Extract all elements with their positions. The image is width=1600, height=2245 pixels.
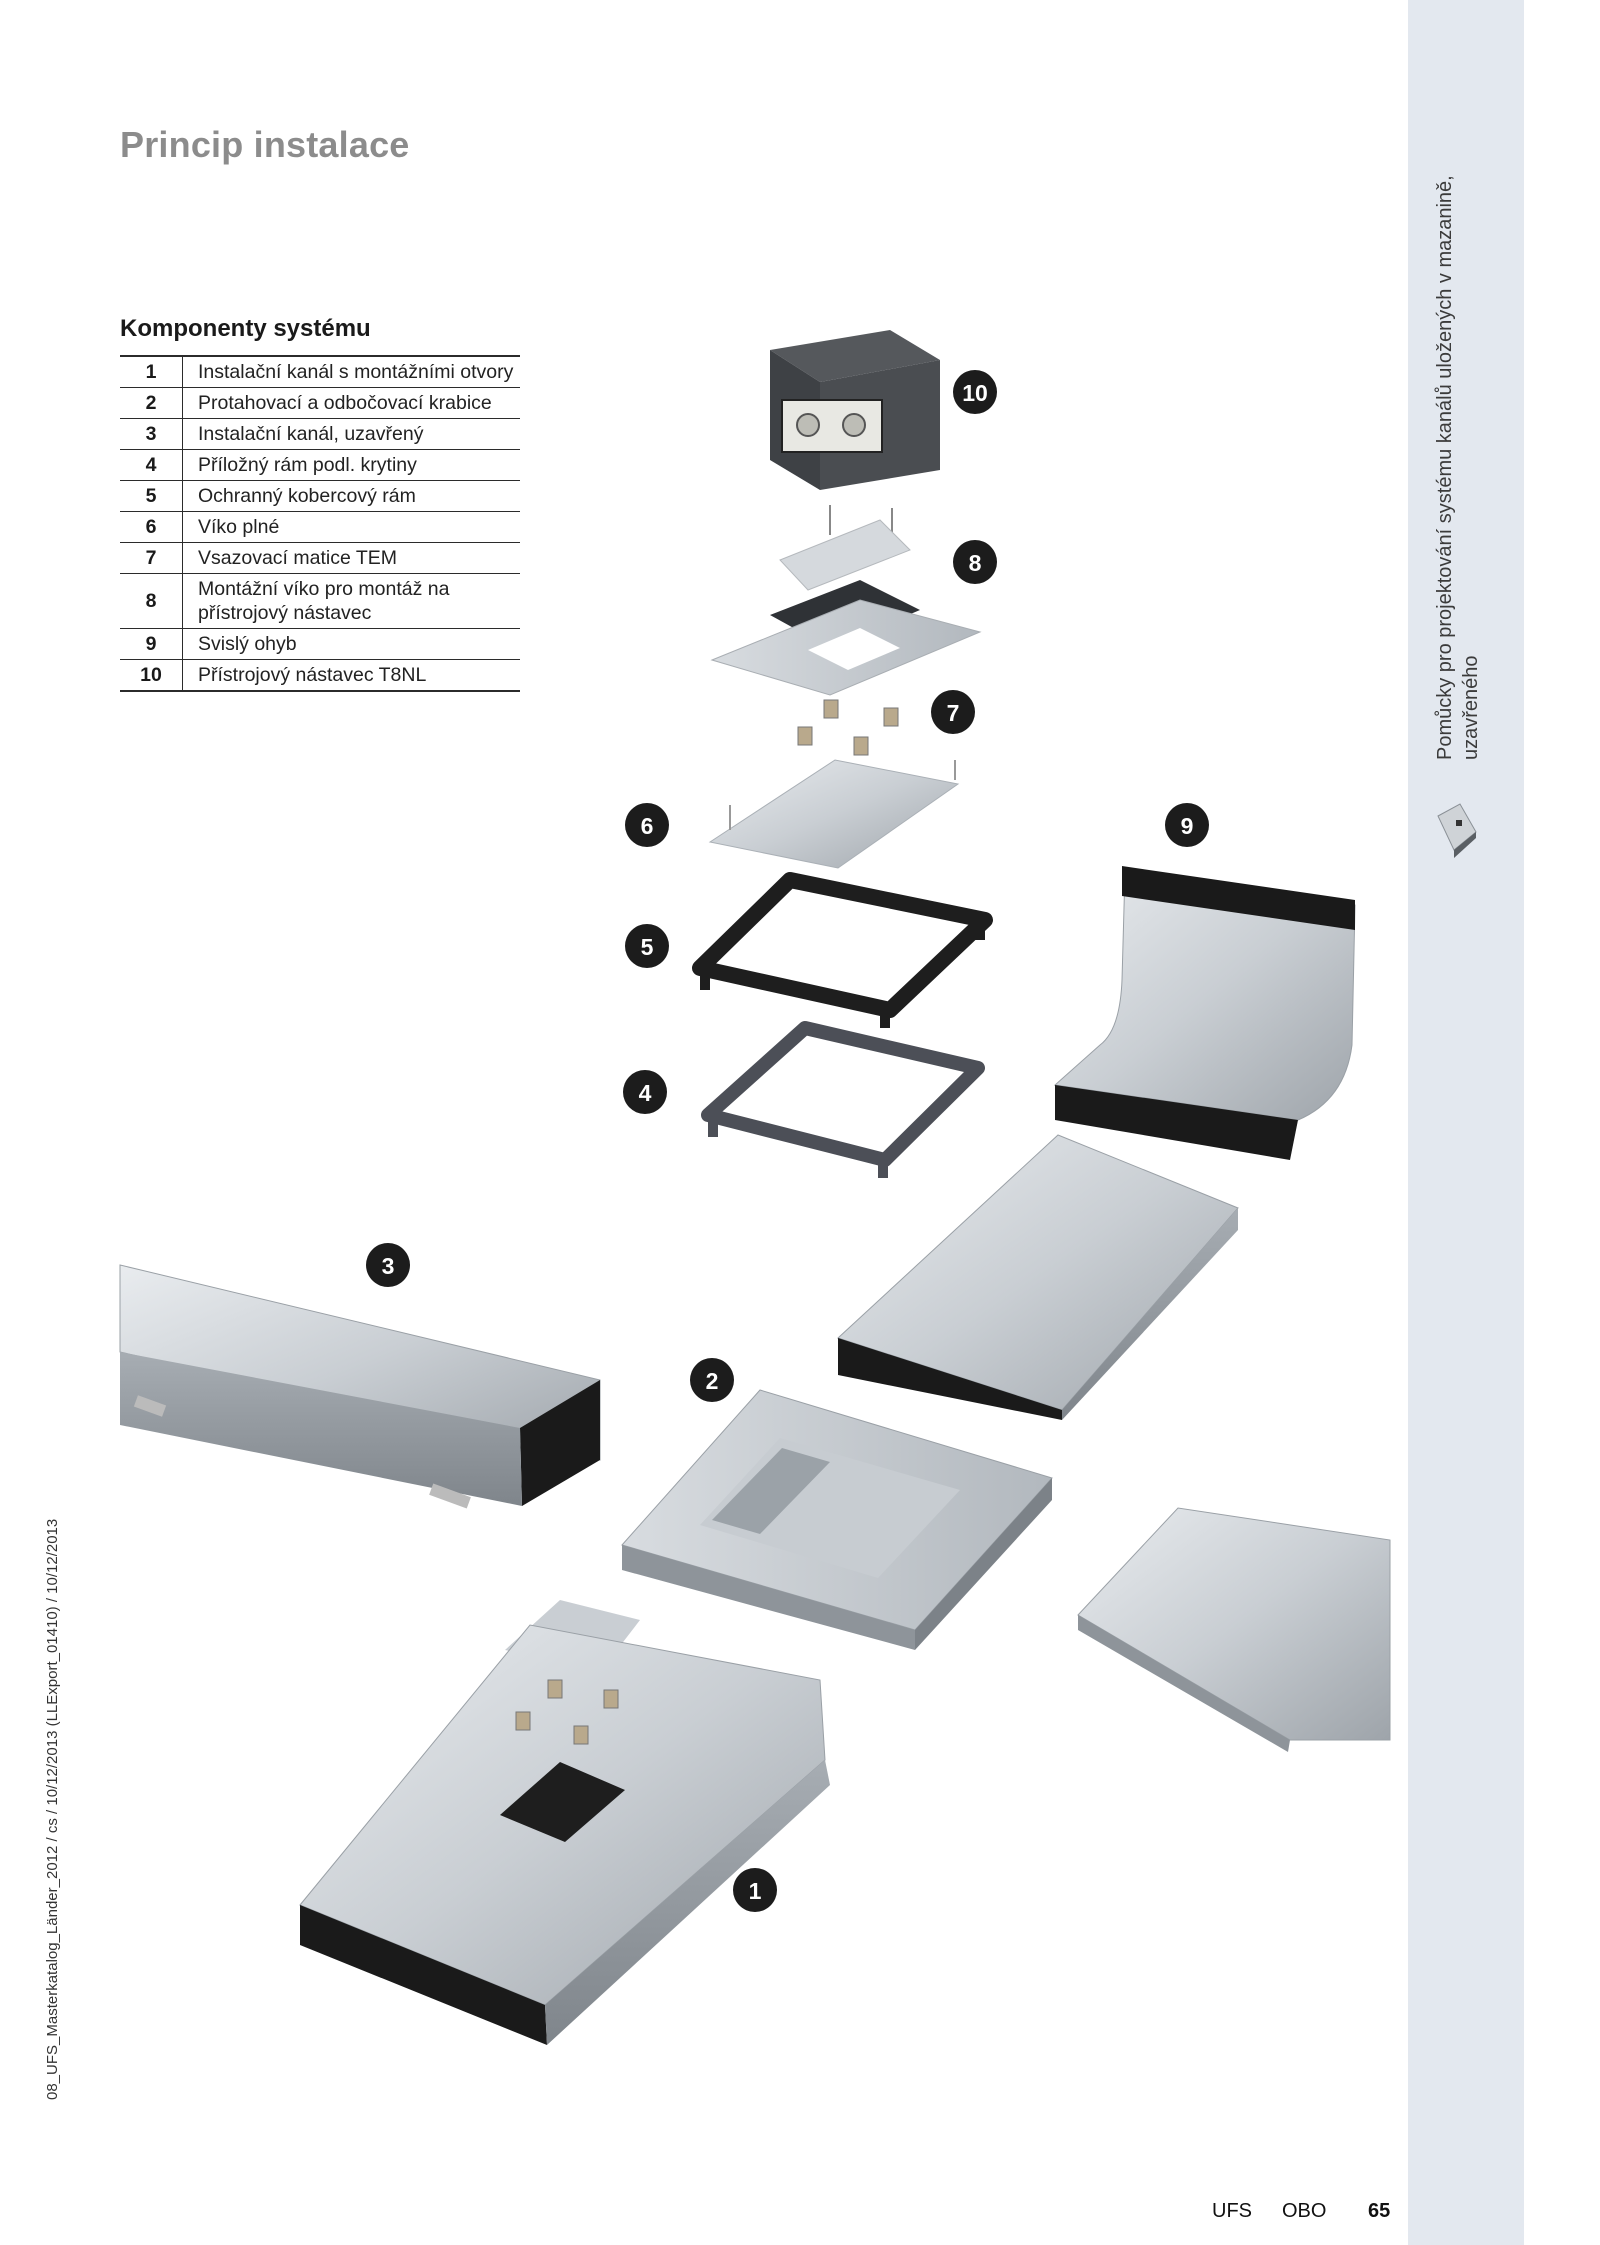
svg-text:1: 1: [749, 1878, 762, 1904]
svg-text:8: 8: [969, 550, 982, 576]
carpet-frame: [692, 872, 993, 1028]
component-number: 7: [120, 542, 183, 574]
plain-cover: [708, 759, 960, 869]
component-label: Svislý ohyb: [182, 628, 520, 660]
insert-nuts: [797, 699, 899, 756]
svg-text:4: 4: [639, 1080, 652, 1106]
vertical-bend: [1053, 866, 1356, 1160]
side-panel: [1408, 0, 1524, 2245]
component-label: Víko plné: [182, 511, 520, 543]
component-number: 8: [120, 573, 183, 629]
svg-text:2: 2: [706, 1368, 719, 1394]
sidebar-caption: Pomůcky pro projektování systému kanálů …: [1434, 175, 1482, 760]
footer-product: UFS: [1212, 2200, 1252, 2222]
svg-text:5: 5: [641, 934, 654, 960]
junction-box: [621, 1389, 1053, 1650]
print-info: 08_UFS_Masterkatalog_Länder_2012 / cs / …: [44, 1518, 61, 2100]
svg-text:10: 10: [962, 380, 988, 406]
badge-8: 8: [953, 540, 997, 584]
component-number: 5: [120, 480, 183, 512]
component-number: 9: [120, 628, 183, 660]
mounting-cover: [710, 505, 982, 696]
footer-brand: OBO: [1282, 2200, 1327, 2222]
badge-9: 9: [1165, 803, 1209, 847]
component-number: 6: [120, 511, 183, 543]
component-label: Přístrojový nástavec T8NL: [182, 659, 520, 692]
device-box-t8nl: [770, 330, 940, 490]
section-title: Komponenty systému: [120, 315, 371, 342]
badge-5: 5: [625, 924, 669, 968]
page-footer: UFS OBO 65: [1212, 2200, 1392, 2224]
channel-right: [1077, 1507, 1391, 1752]
component-number: 1: [120, 355, 183, 388]
page-title: Princip instalace: [120, 124, 410, 165]
component-number: 3: [120, 418, 183, 450]
closed-channel: [119, 1264, 601, 1509]
floor-frame: [701, 1021, 985, 1178]
svg-text:7: 7: [947, 700, 960, 726]
badge-6: 6: [625, 803, 669, 847]
component-number: 4: [120, 449, 183, 481]
badge-2: 2: [690, 1358, 734, 1402]
component-number: 10: [120, 659, 183, 692]
svg-text:9: 9: [1181, 813, 1194, 839]
badge-4: 4: [623, 1070, 667, 1114]
component-label: Protahovací a odbočovací krabice: [182, 387, 520, 419]
component-label: Příložný rám podl. krytiny: [182, 449, 520, 481]
page-number: 65: [1368, 2200, 1391, 2222]
component-label: Montážní víko pro montáž na přístrojový …: [182, 573, 520, 629]
channel-upper-right: [837, 1134, 1239, 1420]
svg-text:3: 3: [382, 1253, 395, 1279]
svg-text:6: 6: [641, 813, 654, 839]
component-label: Instalační kanál, uzavřený: [182, 418, 520, 450]
component-label: Instalační kanál s montážními otvory: [182, 355, 520, 388]
badge-10: 10: [953, 370, 997, 414]
channel-with-openings: [299, 1600, 830, 2045]
badge-3: 3: [366, 1243, 410, 1287]
badge-7: 7: [931, 690, 975, 734]
component-label: Ochranný kobercový rám: [182, 480, 520, 512]
badge-1: 1: [733, 1868, 777, 1912]
channel-thumbnail-icon: [1437, 803, 1477, 858]
component-label: Vsazovací matice TEM: [182, 542, 520, 574]
component-number: 2: [120, 387, 183, 419]
